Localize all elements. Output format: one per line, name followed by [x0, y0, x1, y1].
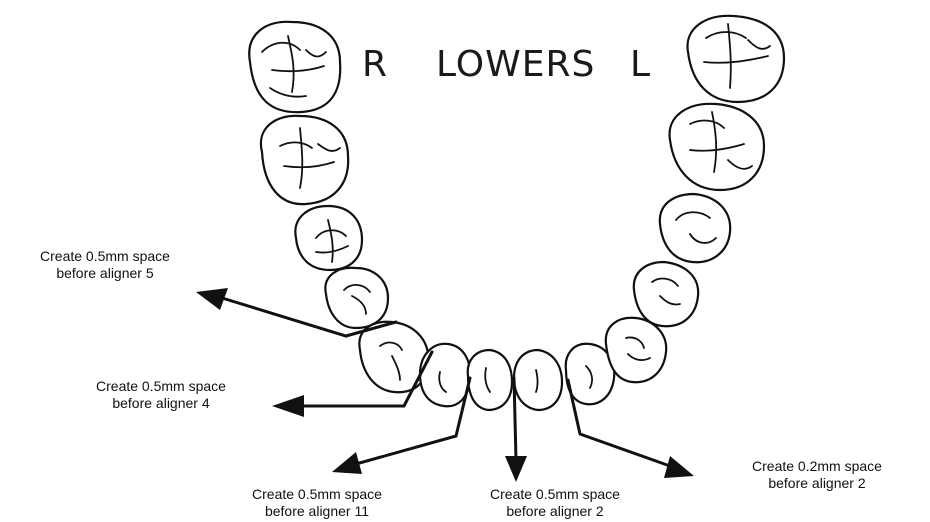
tooth-right-first-molar	[261, 116, 348, 204]
side-label-left: L	[630, 44, 651, 85]
leader-line-center-aligner-2	[514, 378, 516, 460]
annotation-aligner-11: Create 0.5mm space before aligner 11	[214, 486, 420, 520]
tooth-left-second-molar	[688, 16, 784, 102]
tooth-left-second-premolar	[660, 194, 730, 262]
annotation-center-aligner-2: Create 0.5mm space before aligner 2	[452, 486, 658, 520]
annotation-line2: before aligner 2	[714, 475, 920, 492]
annotation-left-aligner-2: Create 0.2mm space before aligner 2	[714, 458, 920, 492]
tooth-right-second-molar	[249, 22, 340, 112]
arch-title: LOWERS	[436, 44, 595, 85]
arrowhead-aligner-4	[272, 395, 304, 417]
annotation-line1: Create 0.2mm space	[714, 458, 920, 475]
annotation-line1: Create 0.5mm space	[214, 486, 420, 503]
tooth-left-canine	[606, 318, 666, 382]
tooth-right-second-premolar	[295, 206, 362, 270]
tooth-right-central-incisor	[468, 350, 512, 410]
side-label-right: R	[362, 44, 388, 85]
annotation-line1: Create 0.5mm space	[452, 486, 658, 503]
arrowhead-aligner-5	[196, 288, 228, 310]
tooth-left-first-premolar	[634, 262, 698, 326]
annotation-aligner-5: Create 0.5mm space before aligner 5	[2, 248, 208, 282]
annotation-aligner-4: Create 0.5mm space before aligner 4	[58, 378, 264, 412]
annotation-line2: before aligner 2	[452, 503, 658, 520]
annotation-line2: before aligner 5	[2, 265, 208, 282]
arrowhead-left-aligner-2	[664, 456, 694, 478]
annotation-line2: before aligner 11	[214, 503, 420, 520]
arrowhead-aligner-11	[332, 452, 362, 474]
tooth-right-lateral-incisor	[420, 344, 470, 406]
annotation-line1: Create 0.5mm space	[2, 248, 208, 265]
annotation-line2: before aligner 4	[58, 395, 264, 412]
arrowhead-center-aligner-2	[505, 456, 527, 482]
annotation-line1: Create 0.5mm space	[58, 378, 264, 395]
